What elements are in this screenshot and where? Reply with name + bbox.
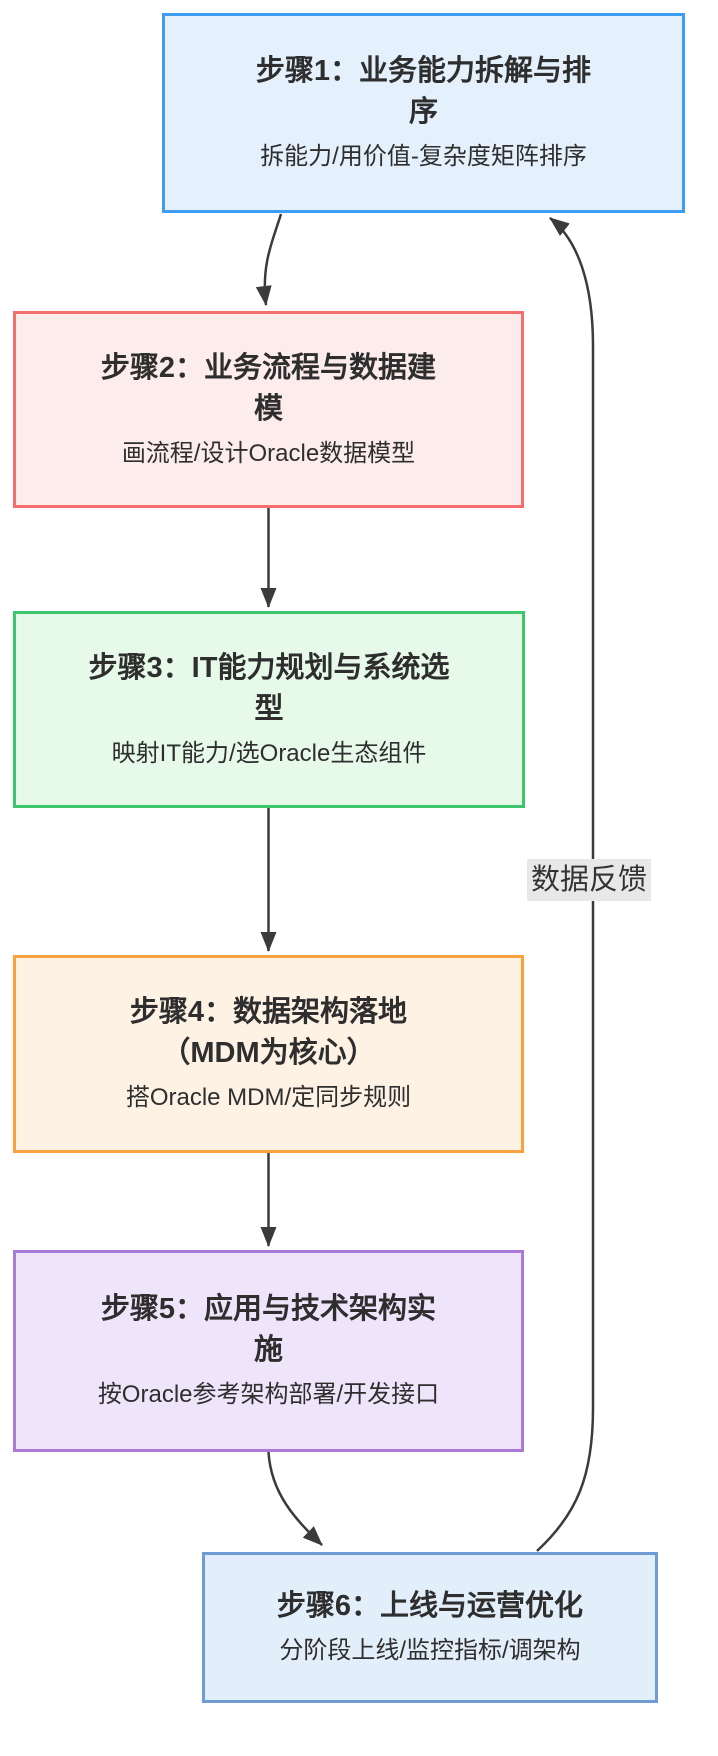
node-step3-title: 步骤3：IT能力规划与系统选 型 bbox=[89, 648, 450, 730]
node-step2: 步骤2：业务流程与数据建 模 画流程/设计Oracle数据模型 bbox=[13, 311, 524, 508]
node-step5-title: 步骤5：应用与技术架构实 施 bbox=[101, 1289, 436, 1371]
node-step4: 步骤4：数据架构落地 （MDM为核心） 搭Oracle MDM/定同步规则 bbox=[13, 955, 524, 1153]
node-step3-title-line2: 型 bbox=[254, 692, 284, 725]
node-step2-title-line2: 模 bbox=[253, 392, 283, 425]
node-step5: 步骤5：应用与技术架构实 施 按Oracle参考架构部署/开发接口 bbox=[13, 1250, 524, 1452]
node-step4-title-line1: 步骤4：数据架构落地 bbox=[129, 996, 408, 1028]
node-step1-title: 步骤1：业务能力拆解与排 序 bbox=[256, 51, 591, 133]
edge-step5-step6 bbox=[267, 1451, 323, 1546]
node-step3: 步骤3：IT能力规划与系统选 型 映射IT能力/选Oracle生态组件 bbox=[13, 611, 525, 808]
node-step1-subtitle: 拆能力/用价值-复杂度矩阵排序 bbox=[260, 143, 587, 170]
node-step2-title: 步骤2：业务流程与数据建 模 bbox=[101, 348, 436, 430]
node-step6-title: 步骤6：上线与运营优化 bbox=[277, 1586, 583, 1627]
feedback-edge-label: 数据反馈 bbox=[527, 859, 652, 901]
node-step2-subtitle: 画流程/设计Oracle数据模型 bbox=[121, 439, 416, 467]
node-step5-subtitle: 按Oracle参考架构部署/开发接口 bbox=[97, 1381, 440, 1408]
node-step6: 步骤6：上线与运营优化 分阶段上线/监控指标/调架构 bbox=[202, 1552, 658, 1703]
node-step1: 步骤1：业务能力拆解与排 序 拆能力/用价值-复杂度矩阵排序 bbox=[162, 13, 685, 213]
node-step2-title-line1: 步骤2：业务流程与数据建 bbox=[100, 351, 437, 384]
node-step3-subtitle: 映射IT能力/选Oracle生态组件 bbox=[111, 739, 427, 767]
node-step6-subtitle: 分阶段上线/监控指标/调架构 bbox=[279, 1637, 581, 1664]
node-step4-title: 步骤4：数据架构落地 （MDM为核心） bbox=[130, 992, 407, 1074]
node-step5-title-line2: 施 bbox=[253, 1334, 283, 1366]
edge-step1-step2 bbox=[255, 213, 283, 306]
node-step1-title-line2: 序 bbox=[408, 96, 438, 128]
node-step4-subtitle: 搭Oracle MDM/定同步规则 bbox=[125, 1084, 412, 1111]
node-step4-title-line2: （MDM为核心） bbox=[161, 1037, 376, 1069]
node-step3-title-line1: 步骤3：IT能力规划与系统选 bbox=[88, 651, 450, 684]
node-step5-title-line1: 步骤5：应用与技术架构实 bbox=[100, 1293, 437, 1325]
node-step6-title-line1: 步骤6：上线与运营优化 bbox=[276, 1590, 584, 1622]
node-step1-title-line1: 步骤1：业务能力拆解与排 bbox=[255, 55, 592, 87]
